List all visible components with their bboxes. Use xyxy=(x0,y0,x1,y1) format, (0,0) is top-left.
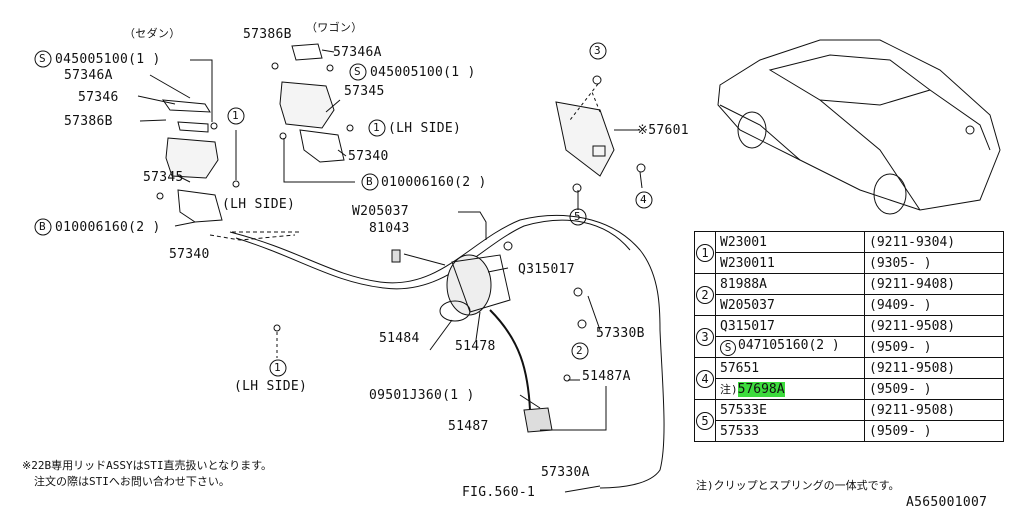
callout-045005100-wagon: 045005100(1 ) xyxy=(370,65,476,80)
table-row: W205037 (9409- ) xyxy=(695,294,1004,316)
trim-57346-shape xyxy=(161,99,211,113)
date-range: (9509- ) xyxy=(864,378,1004,400)
callout-Q315017: Q315017 xyxy=(518,262,575,277)
footnote-line-2: 注文の際はSTIへお問い合わせ下さい。 xyxy=(34,474,230,488)
table-note: 注)クリップとスプリングの一体式です。 xyxy=(696,479,900,492)
table-row: 2 81988A (9211-9408) xyxy=(694,273,1004,316)
callout-81043: 81043 xyxy=(369,221,410,236)
callout-57345-sedan: 57345 xyxy=(143,170,184,185)
callout-57340-sedan: 57340 xyxy=(169,247,210,262)
table-row: 3 Q315017 (9211-9508) xyxy=(694,315,1004,358)
date-range: (9211-9408) xyxy=(864,273,1004,295)
callout-57340-wagon: 57340 xyxy=(348,149,389,164)
table-key-2: 2 xyxy=(694,273,716,316)
part-number: 注)57698A xyxy=(715,378,865,400)
hinge-57340-wagon-shape xyxy=(299,129,345,163)
callout-51484: 51484 xyxy=(379,331,420,346)
note-prefix: 注) xyxy=(720,383,738,396)
highlighted-part-number: 57698A xyxy=(737,382,785,397)
table-row: 57533 (9509- ) xyxy=(695,420,1004,442)
callout-lh-side-wagon: (LH SIDE) xyxy=(388,121,462,136)
car-body-shape xyxy=(717,39,1001,211)
lid-assy-wagon-shape xyxy=(279,81,335,129)
part-number: W230011 xyxy=(715,252,865,274)
part-reference-table: 1 W23001 (9211-9304) W230011 (9305- ) 2 … xyxy=(694,231,1004,442)
filler-pocket-shape xyxy=(446,254,492,316)
sedan-header: （セダン） xyxy=(124,27,181,40)
wagon-header: （ワゴン） xyxy=(306,21,363,34)
table-key-1: 1 xyxy=(694,231,716,274)
table-row: 1 W23001 (9211-9304) xyxy=(694,231,1004,274)
lid-assy-sedan-shape xyxy=(165,137,219,179)
callout-010006160-wagon: 010006160(2 ) xyxy=(381,175,487,190)
ref-marker-3: 3 xyxy=(594,44,601,57)
callout-09501J360: 09501J360(1 ) xyxy=(369,388,475,403)
date-range: (9509- ) xyxy=(864,420,1004,442)
table-row: 注)57698A (9509- ) xyxy=(695,378,1004,400)
figure-reference: FIG.560-1 xyxy=(462,485,536,500)
date-range: (9211-9304) xyxy=(864,231,1004,253)
ref-marker-1: 1 xyxy=(274,361,281,374)
date-range: (9409- ) xyxy=(864,294,1004,316)
date-range: (9305- ) xyxy=(864,252,1004,274)
date-range: (9211-9508) xyxy=(864,357,1004,379)
ref-marker-5: 5 xyxy=(574,210,581,223)
ref-marker-1: 1 xyxy=(232,109,239,122)
part-number: Q315017 xyxy=(715,315,865,337)
callout-57386B-wagon: 57386B xyxy=(243,27,292,42)
callout-57346A-sedan: 57346A xyxy=(64,68,113,83)
part-number: W205037 xyxy=(715,294,865,316)
b-marker: B xyxy=(366,175,373,188)
callout-57330B: 57330B xyxy=(596,326,645,341)
callout-51478: 51478 xyxy=(455,339,496,354)
table-row: W230011 (9305- ) xyxy=(695,252,1004,274)
date-range: (9509- ) xyxy=(864,336,1004,358)
callout-57345-wagon: 57345 xyxy=(344,84,385,99)
table-key-4: 4 xyxy=(694,357,716,400)
ref-marker-4: 4 xyxy=(640,193,647,206)
part-number: 57651 xyxy=(715,357,865,379)
callout-51487A: 51487A xyxy=(582,369,631,384)
callout-57346: 57346 xyxy=(78,90,119,105)
callout-57330A: 57330A xyxy=(541,465,590,480)
part-number: W23001 xyxy=(715,231,865,253)
release-cable-57330A xyxy=(229,215,665,489)
callout-010006160-sedan: 010006160(2 ) xyxy=(55,220,161,235)
hinge-57340-sedan-shape xyxy=(177,189,223,223)
table-key-3: 3 xyxy=(694,315,716,358)
callout-045005100-sedan: 045005100(1 ) xyxy=(55,52,161,67)
callout-57601: ※57601 xyxy=(637,123,689,138)
part-number: 57533E xyxy=(715,399,865,421)
s-marker: S xyxy=(354,65,361,78)
table-key-5: 5 xyxy=(694,399,716,442)
part-number: 57533 xyxy=(715,420,865,442)
date-range: (9211-9508) xyxy=(864,399,1004,421)
diagram-id: A565001007 xyxy=(906,495,988,510)
b-marker: B xyxy=(39,220,46,233)
ref-marker-2: 2 xyxy=(576,344,583,357)
callout-lh-side-sedan: (LH SIDE) xyxy=(222,197,296,212)
footnote-sti: ※22B専用リッドASSYはSTI直売扱いとなります。 注文の際はSTIへお問い… xyxy=(22,458,272,490)
ref-marker-1: 1 xyxy=(373,121,380,134)
s-marker: S xyxy=(720,340,736,356)
callout-57346A-wagon: 57346A xyxy=(333,45,382,60)
s-marker: S xyxy=(39,52,46,65)
callout-W205037: W205037 xyxy=(352,204,409,219)
callout-51487: 51487 xyxy=(448,419,489,434)
footnote-line-1: ※22B専用リッドASSYはSTI直売扱いとなります。 xyxy=(22,459,273,472)
callout-57386B-sedan: 57386B xyxy=(64,114,113,129)
callout-lh-side: (LH SIDE) xyxy=(234,379,308,394)
table-row: 4 57651 (9211-9508) xyxy=(694,357,1004,400)
date-range: (9211-9508) xyxy=(864,315,1004,337)
part-number: 81988A xyxy=(715,273,865,295)
table-row: 5 57533E (9211-9508) xyxy=(694,399,1004,442)
bracket-57601-shape xyxy=(555,101,615,177)
ring-51484-shape xyxy=(439,300,471,322)
